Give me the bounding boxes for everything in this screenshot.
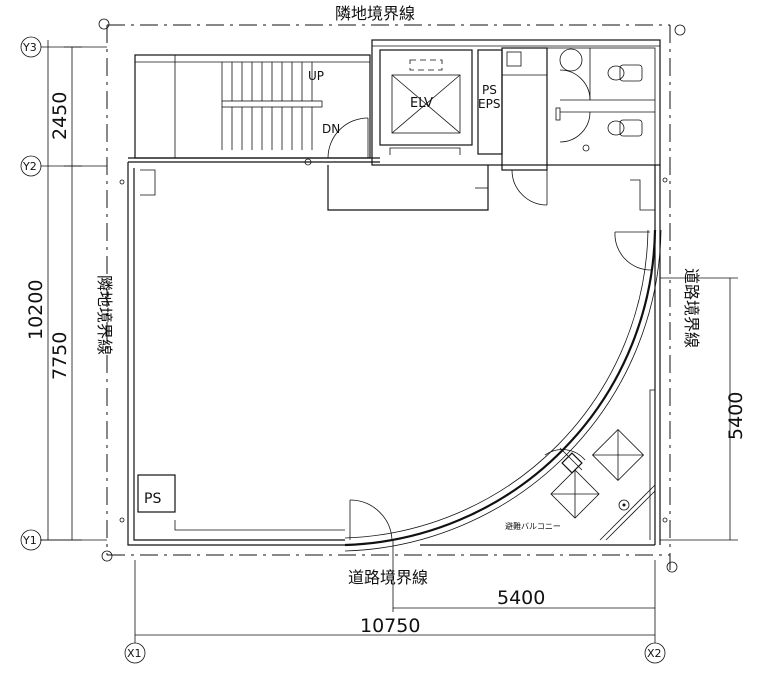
- dim-right: 5400: [725, 392, 747, 440]
- grid-marker-y2: Y2: [20, 155, 107, 177]
- grid-marker-x2: X2: [644, 560, 666, 664]
- dim-bottom-total: 10750: [360, 615, 420, 637]
- marker-dot: [662, 177, 668, 183]
- svg-text:Y3: Y3: [22, 41, 37, 54]
- stair-door: [327, 117, 369, 159]
- balcony-label: 避難バルコニー: [505, 521, 561, 531]
- elevator-shaft: [379, 49, 473, 146]
- property-boundary: [98, 18, 686, 573]
- curved-facade: [344, 229, 662, 552]
- dim-bottom-partial: 5400: [497, 587, 545, 609]
- ps-label: PS: [144, 491, 161, 507]
- ps-eps-label-2: EPS: [478, 97, 500, 111]
- ps-box: [137, 474, 176, 513]
- stair: [221, 62, 323, 166]
- building-walls: [127, 39, 661, 546]
- marker-dot: [662, 517, 668, 523]
- marker-dot: [119, 179, 125, 185]
- svg-text:X1: X1: [127, 647, 142, 660]
- balcony: [550, 389, 656, 541]
- stair-up-label: UP: [308, 69, 324, 83]
- ps-eps-label: PS: [482, 83, 497, 97]
- svg-text:Y2: Y2: [22, 160, 37, 173]
- left-dimension-lines: [40, 40, 82, 541]
- dim-left-total: 10200: [25, 280, 47, 340]
- bottom-dimension-lines: [135, 540, 655, 636]
- right-boundary-label: 道路境界線: [682, 268, 701, 348]
- elevator-label: ELV: [410, 96, 433, 111]
- grid-marker-x1: X1: [124, 560, 146, 664]
- facade-door-right: [614, 231, 652, 271]
- top-boundary-label: 隣地境界線: [335, 4, 415, 23]
- left-boundary-label: 隣地境界線: [95, 275, 114, 355]
- entrance-door: [349, 499, 393, 541]
- stair-down-label: DN: [322, 122, 340, 136]
- dim-left-upper: 2450: [49, 92, 71, 140]
- facade-door-lower: [544, 447, 586, 474]
- svg-text:Y1: Y1: [22, 534, 37, 547]
- dim-left-lower: 7750: [49, 332, 71, 380]
- svg-text:X2: X2: [647, 647, 662, 660]
- toilet-door: [511, 169, 548, 206]
- bottom-boundary-label: 道路境界線: [348, 568, 428, 587]
- toilet-area: [506, 47, 656, 166]
- marker-dot: [119, 517, 125, 523]
- right-dimension-lines: [660, 277, 738, 541]
